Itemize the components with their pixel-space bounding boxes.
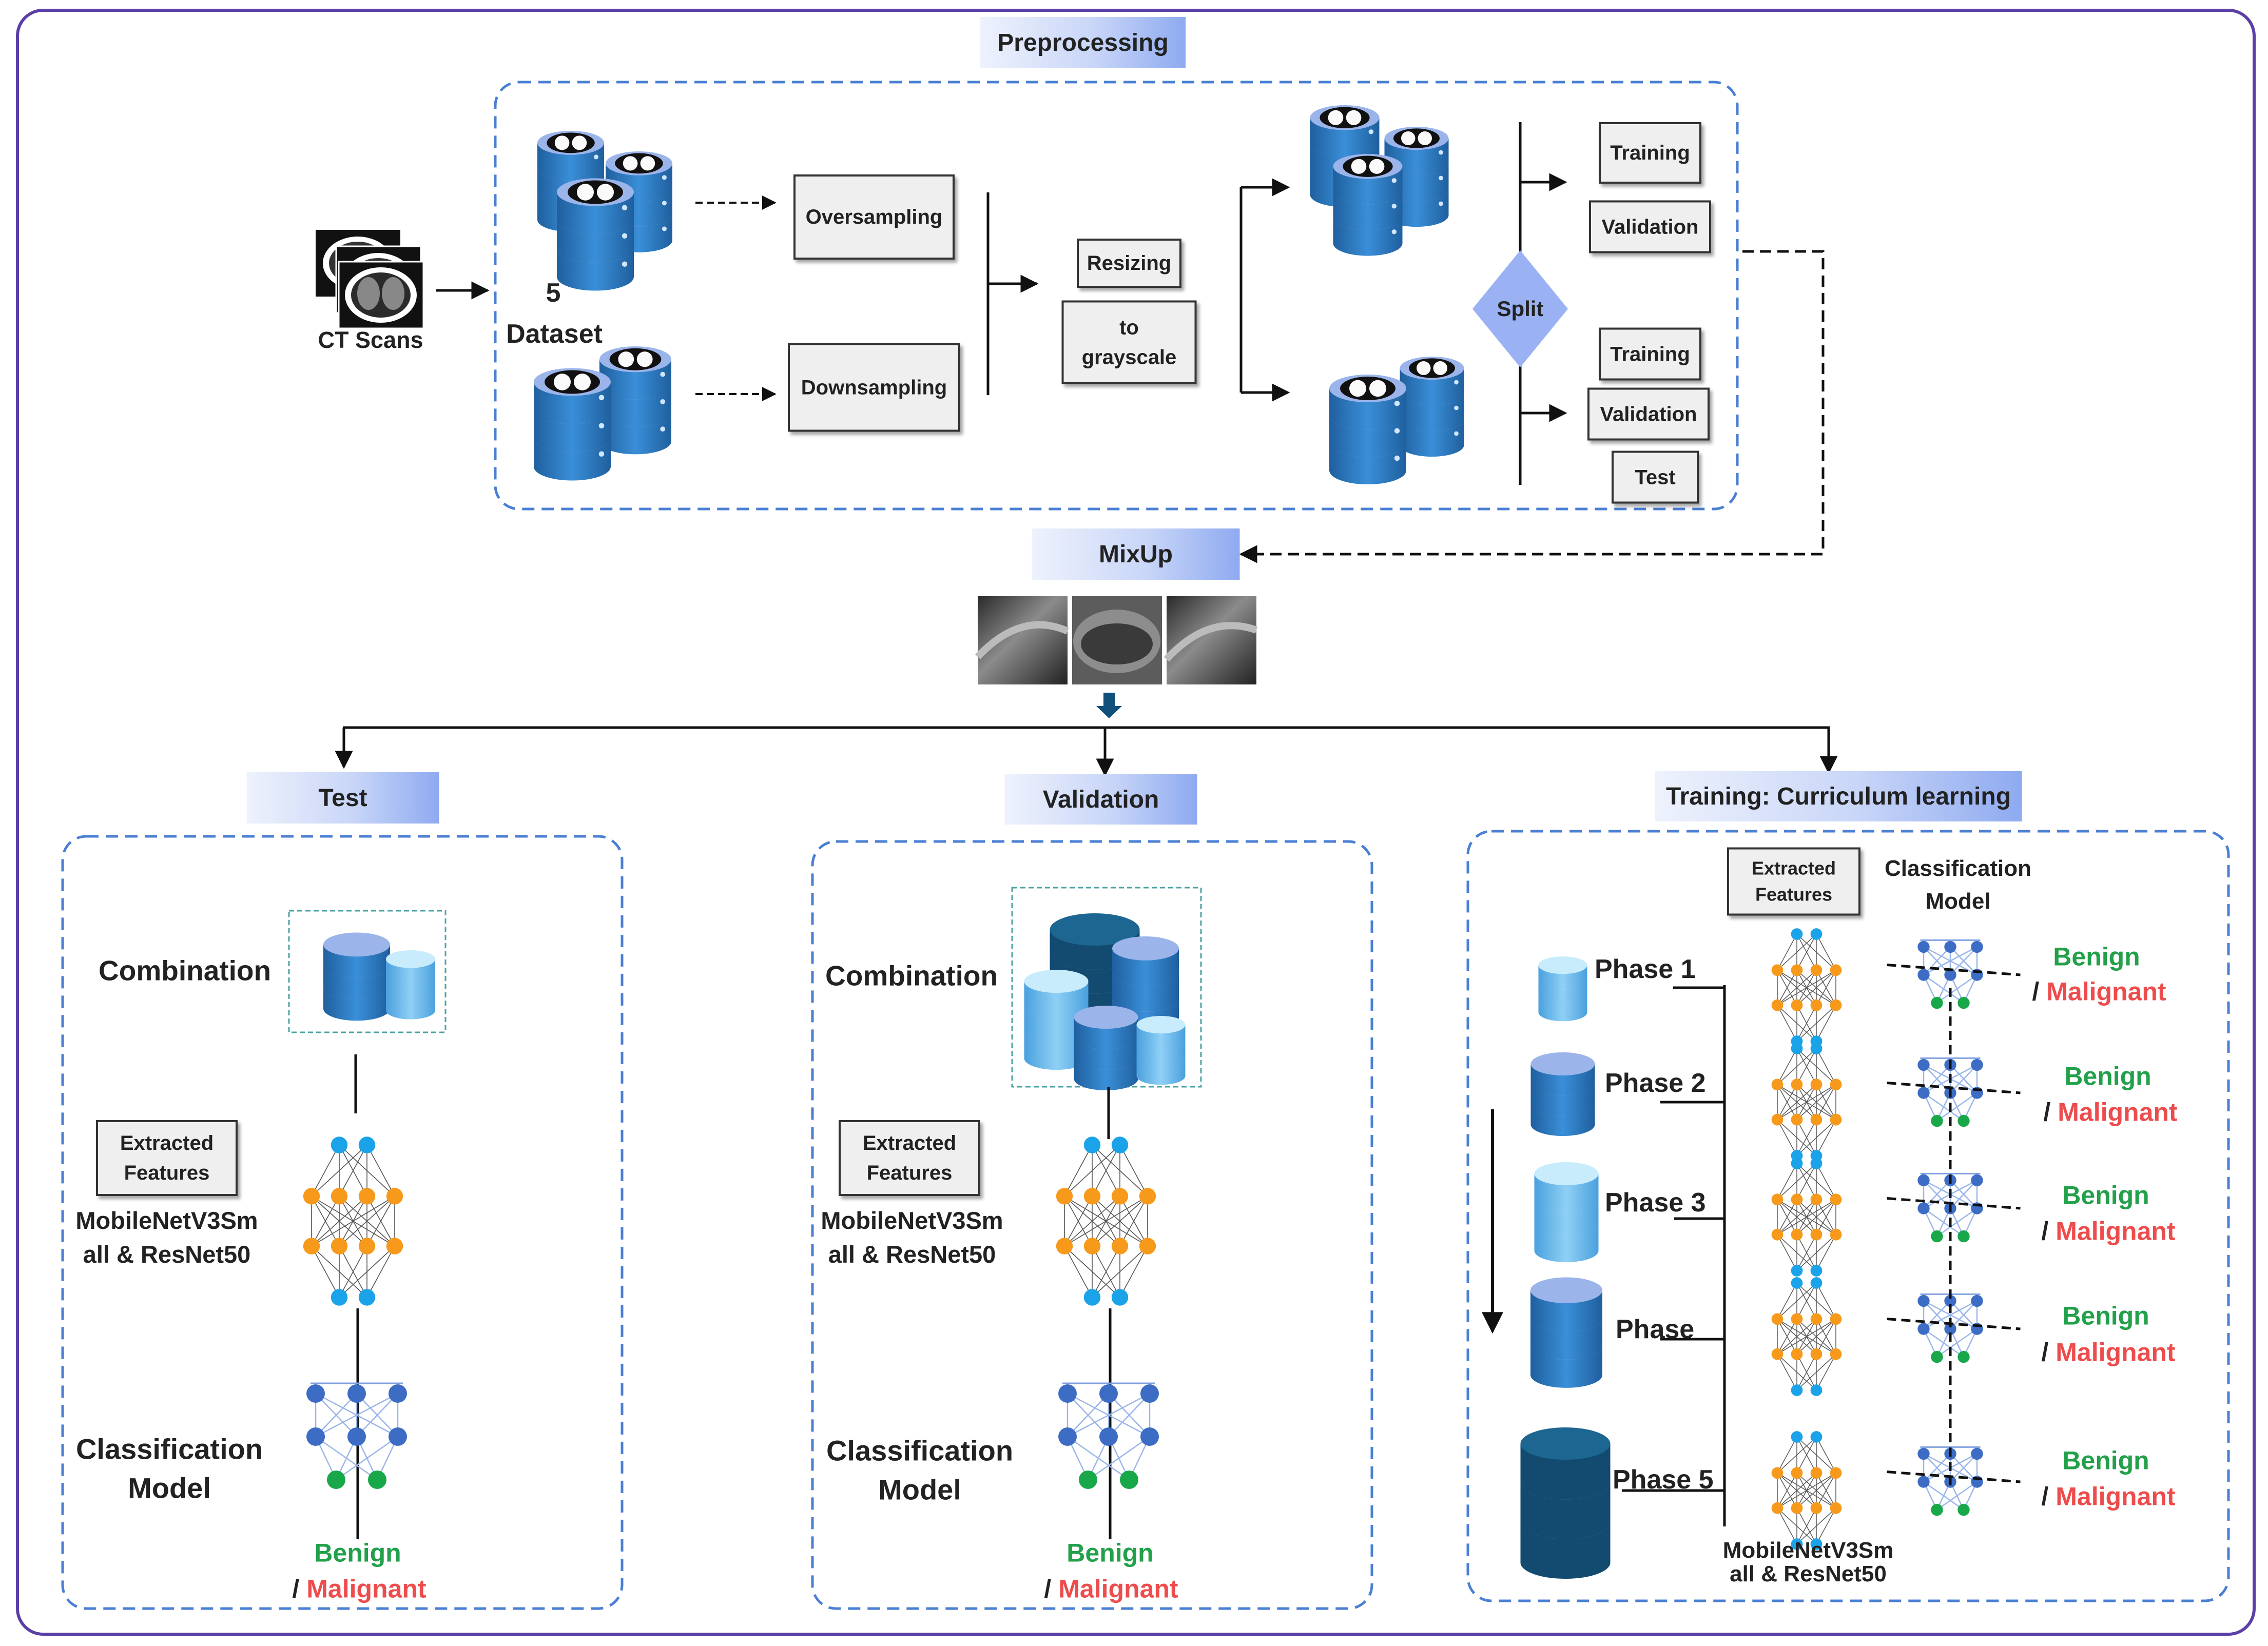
neural-network-icon (1771, 928, 1842, 1047)
classification-network-icon (1887, 1293, 2021, 1363)
validation-panel (811, 840, 1373, 1610)
database-icon (323, 932, 390, 1021)
phase-2-database-icon (1530, 1052, 1595, 1136)
test-panel (61, 835, 624, 1610)
phase-4-database-icon (1530, 1277, 1602, 1388)
classification-network-icon (1058, 1382, 1159, 1489)
test-combination-frame (288, 910, 447, 1033)
database-icon (1074, 1006, 1138, 1090)
phase-1-database-icon (1538, 956, 1587, 1022)
test-combination-databases (323, 932, 435, 1021)
database-icon (599, 346, 671, 455)
classification-model-networks (306, 939, 2021, 1516)
database-icon (1333, 154, 1403, 256)
classification-network-icon (306, 1382, 407, 1489)
outer-border (16, 9, 2256, 1636)
ct-scans-icon (316, 230, 424, 329)
down-arrow-icon (1096, 693, 1122, 718)
neural-network-icon (303, 1136, 403, 1306)
database-icon (386, 950, 435, 1020)
database-icon (534, 368, 611, 481)
phase-5-database-icon (1520, 1427, 1611, 1579)
validation-combination-frame (1011, 887, 1202, 1088)
neural-network-icon (1771, 1277, 1842, 1396)
neural-network-icon (1771, 1043, 1842, 1162)
split-diamond (1472, 250, 1568, 367)
mixup-images (975, 596, 1258, 684)
classification-network-icon (1887, 1172, 2021, 1243)
preprocessing-panel (494, 81, 1739, 511)
database-icon (1400, 357, 1464, 457)
classification-network-icon (1887, 1057, 2021, 1127)
neural-network-icon (1056, 1136, 1156, 1306)
phase-database-icons (1520, 956, 1611, 1579)
classification-network-icon (1887, 1446, 2021, 1516)
database-icon (1136, 1016, 1186, 1085)
validation-combination-databases (1024, 913, 1186, 1090)
phase-3-database-icon (1534, 1162, 1599, 1262)
database-icon (1329, 375, 1406, 484)
neural-network-icon (1771, 1431, 1842, 1550)
database-icon (557, 178, 634, 291)
neural-network-icon (1771, 1158, 1842, 1277)
dataset-database-icons (534, 131, 672, 481)
classification-network-icon (1887, 939, 2021, 1009)
training-panel (1466, 830, 2230, 1602)
feature-extractor-networks (303, 928, 1842, 1550)
preprocessed-database-icons (1310, 105, 1464, 484)
